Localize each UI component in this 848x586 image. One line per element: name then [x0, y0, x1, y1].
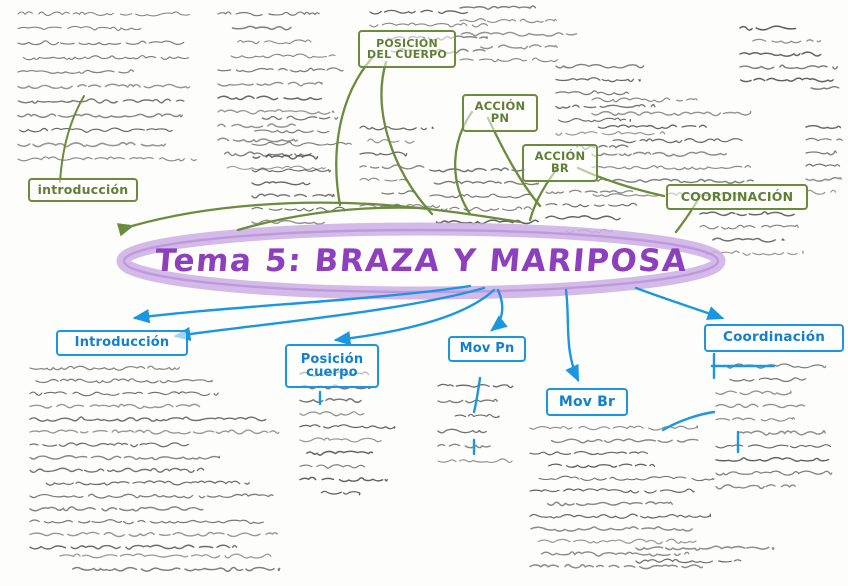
node-accion-pn-green[interactable]: ACCIÓN PN — [462, 94, 538, 132]
node-label: ACCIÓN PN — [474, 99, 526, 125]
note-block — [218, 11, 344, 171]
node-label: Posición cuerpo — [300, 351, 364, 380]
green-connectors — [59, 56, 702, 237]
node-posicion-cuerpo-blue[interactable]: Posición cuerpo — [285, 344, 379, 388]
node-label: Mov Br — [558, 393, 616, 410]
node-label: Coordinación — [722, 329, 826, 346]
node-label: Mov Pn — [459, 341, 515, 357]
center-title-text: Tema 5: BRAZA Y MARIPOSA — [152, 243, 689, 279]
note-block — [59, 553, 281, 573]
node-label: Introducción — [74, 335, 170, 351]
note-block — [251, 115, 352, 225]
node-label: introducción — [37, 181, 129, 197]
node-introduccion-blue[interactable]: Introducción — [56, 330, 188, 356]
note-block — [437, 383, 514, 464]
node-label: ACCIÓN BR — [534, 149, 586, 175]
note-block — [555, 63, 666, 151]
node-posicion-cuerpo-green[interactable]: POSICIÓN DEL CUERPO — [358, 30, 456, 68]
node-label: COORDINACIÓN — [680, 188, 794, 204]
blue-connectors — [132, 284, 776, 456]
node-coordinacion-blue[interactable]: Coordinación — [704, 324, 844, 352]
note-block — [530, 425, 715, 570]
note-block — [739, 25, 839, 83]
note-block — [29, 365, 280, 550]
node-label: POSICIÓN DEL CUERPO — [367, 36, 447, 61]
node-accion-br-green[interactable]: ACCIÓN BR — [522, 144, 598, 182]
note-block — [460, 5, 580, 62]
node-mov-br-blue[interactable]: Mov Br — [546, 388, 628, 416]
note-block — [635, 545, 775, 564]
note-block — [17, 11, 197, 162]
node-introduccion-green[interactable]: introducción — [28, 178, 138, 202]
node-mov-pn-blue[interactable]: Mov Pn — [448, 336, 526, 362]
note-block — [805, 85, 843, 195]
note-block — [715, 363, 833, 490]
node-coordinacion-green[interactable]: COORDINACIÓN — [666, 184, 808, 210]
center-title-node[interactable]: Tema 5: BRAZA Y MARIPOSA — [124, 230, 718, 292]
